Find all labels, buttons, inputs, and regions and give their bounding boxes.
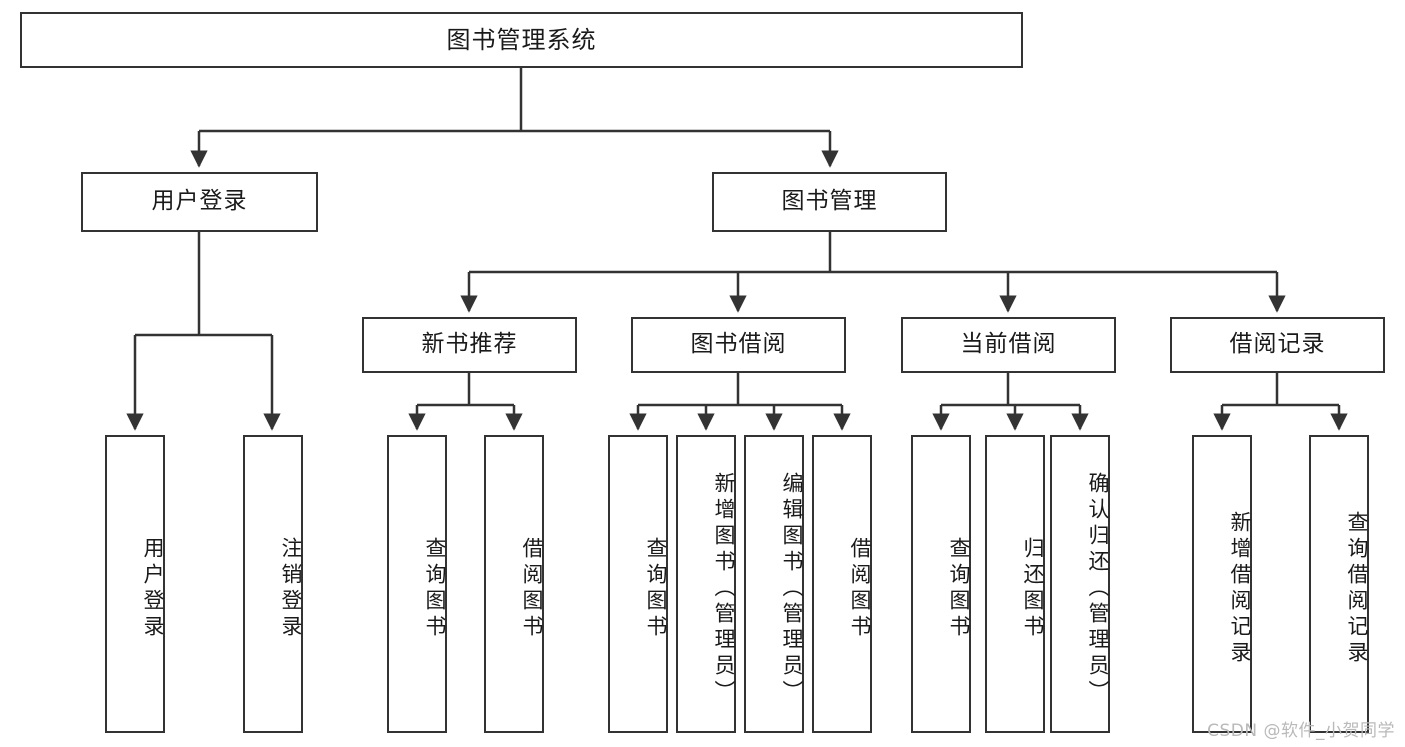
node-book-manage[interactable]: 图书管理: [712, 172, 947, 232]
node-root-system[interactable]: 图书管理系统: [20, 12, 1023, 68]
node-label: 编辑图书（管理员）: [780, 472, 804, 706]
node-leaf-return-book[interactable]: 归还图书: [985, 435, 1045, 733]
watermark-text: CSDN @软件_小贺同学: [1207, 721, 1395, 741]
node-label: 借阅图书: [520, 537, 544, 641]
node-label: 查询借阅记录: [1345, 511, 1369, 667]
node-new-book-rec[interactable]: 新书推荐: [362, 317, 577, 373]
node-leaf-query-book-3[interactable]: 查询图书: [911, 435, 971, 733]
node-leaf-borrow-book-2[interactable]: 借阅图书: [812, 435, 872, 733]
node-label: 借阅图书: [848, 537, 872, 641]
node-label: 确认归还（管理员）: [1086, 472, 1110, 706]
node-label: 新增图书（管理员）: [712, 472, 736, 706]
node-leaf-user-login[interactable]: 用户登录: [105, 435, 165, 733]
node-current-borrow[interactable]: 当前借阅: [901, 317, 1116, 373]
node-borrow-record[interactable]: 借阅记录: [1170, 317, 1385, 373]
node-label: 图书管理: [781, 188, 878, 215]
node-leaf-edit-book[interactable]: 编辑图书（管理员）: [744, 435, 804, 733]
node-user-login[interactable]: 用户登录: [81, 172, 318, 232]
node-label: 查询图书: [423, 537, 447, 641]
node-book-borrow[interactable]: 图书借阅: [631, 317, 846, 373]
node-leaf-query-book-1[interactable]: 查询图书: [387, 435, 447, 733]
node-leaf-confirm-return[interactable]: 确认归还（管理员）: [1050, 435, 1110, 733]
node-label: 用户登录: [141, 537, 165, 641]
node-label: 查询图书: [644, 537, 668, 641]
node-leaf-borrow-book-1[interactable]: 借阅图书: [484, 435, 544, 733]
node-leaf-query-book-2[interactable]: 查询图书: [608, 435, 668, 733]
node-label: 新增借阅记录: [1228, 511, 1252, 667]
node-leaf-logout[interactable]: 注销登录: [243, 435, 303, 733]
node-leaf-query-record[interactable]: 查询借阅记录: [1309, 435, 1369, 733]
node-leaf-add-book[interactable]: 新增图书（管理员）: [676, 435, 736, 733]
node-label: 查询图书: [947, 537, 971, 641]
node-label: 新书推荐: [421, 331, 518, 358]
node-label: 注销登录: [279, 537, 303, 641]
node-label: 归还图书: [1021, 537, 1045, 641]
node-label: 用户登录: [151, 188, 248, 215]
node-leaf-add-record[interactable]: 新增借阅记录: [1192, 435, 1252, 733]
node-label: 借阅记录: [1229, 331, 1326, 358]
node-label: 图书管理系统: [446, 25, 597, 54]
node-label: 当前借阅: [960, 331, 1057, 358]
node-label: 图书借阅: [690, 331, 787, 358]
